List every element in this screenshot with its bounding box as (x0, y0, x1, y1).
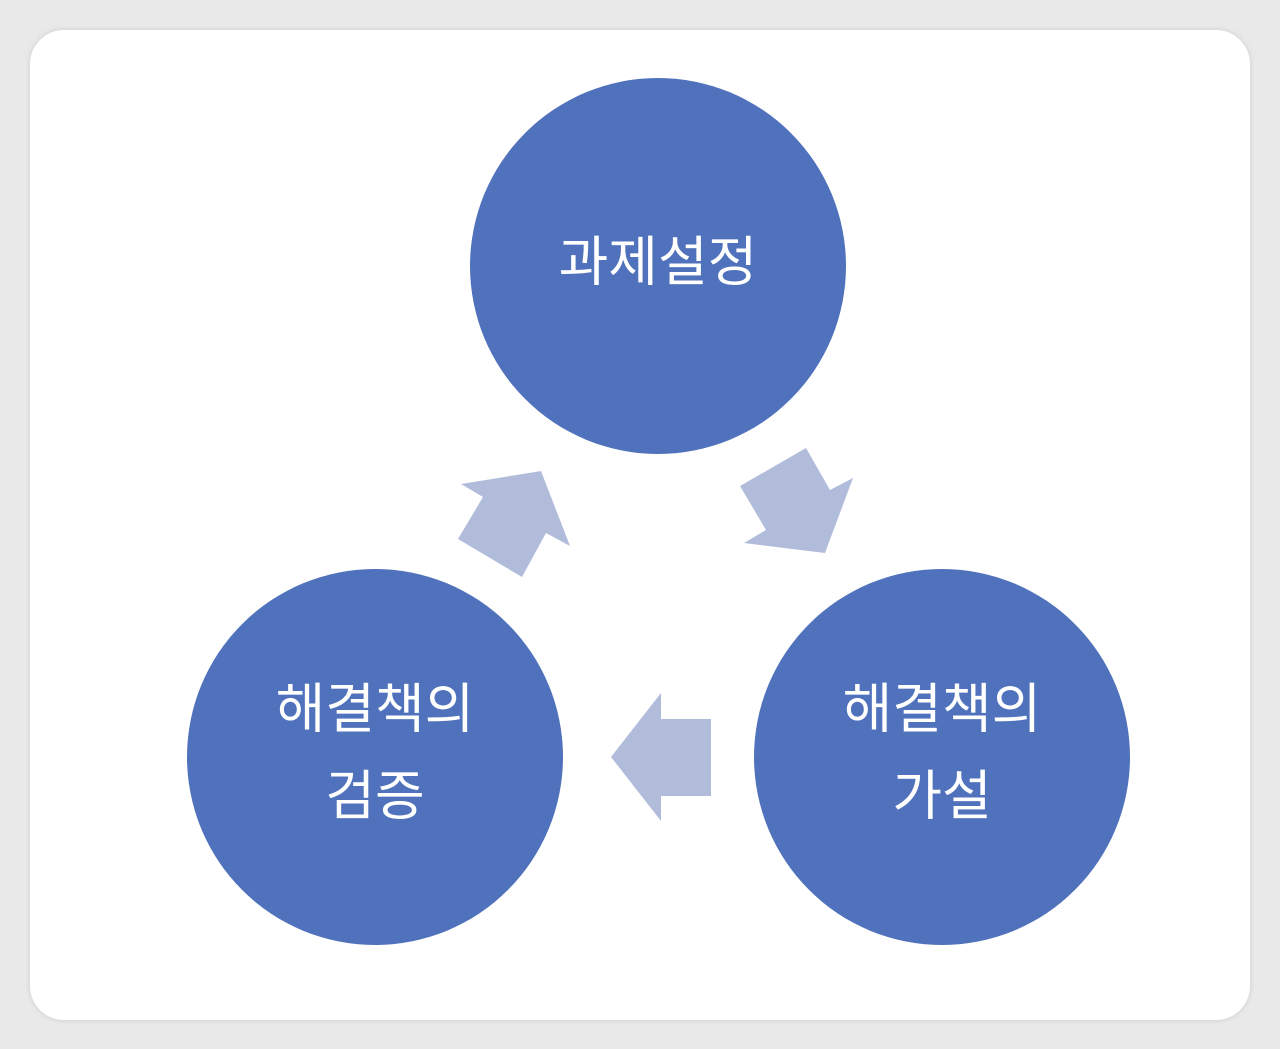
node-task-setting: 과제설정 (470, 78, 846, 454)
node-solution-hypothesis: 해결책의 가설 (754, 569, 1130, 945)
arrow-verification-to-task (458, 471, 570, 577)
node-solution-verification-label-line-1: 해결책의 (276, 678, 475, 741)
arrow-task-to-hypothesis (740, 448, 853, 553)
node-solution-verification: 해결책의 검증 (187, 569, 563, 945)
node-solution-verification-label-line-2: 검증 (325, 765, 424, 828)
node-solution-hypothesis-label-line-2: 가설 (892, 765, 991, 828)
node-task-setting-label-line-1: 과제설정 (559, 231, 758, 294)
node-solution-hypothesis-label-line-1: 해결책의 (843, 678, 1042, 741)
arrow-hypothesis-to-verification (611, 693, 711, 821)
